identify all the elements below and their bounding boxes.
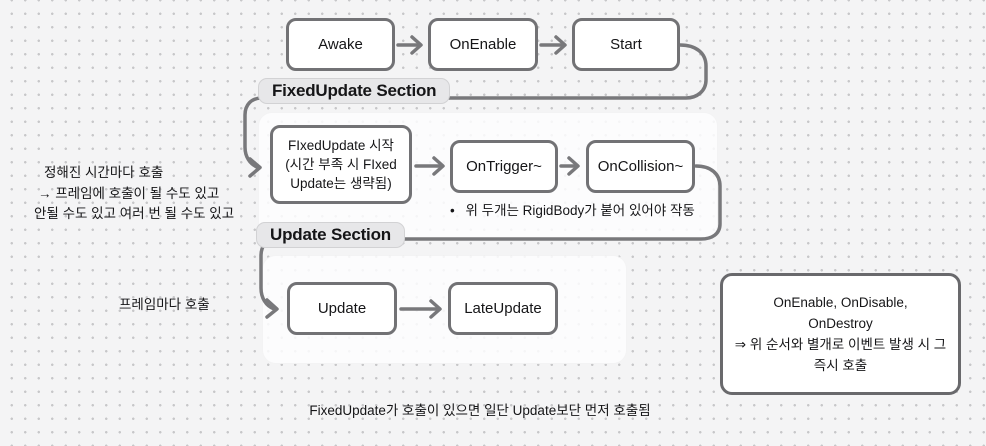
node-event-callbacks[interactable]: OnEnable, OnDisable, OnDestroy ⇒ 위 순서와 별… <box>720 273 961 395</box>
note-rigidbody[interactable]: • 위 두개는 RigidBody가 붙어 있어야 작동 <box>450 201 695 222</box>
fixedupdate-section-label[interactable]: FixedUpdate Section <box>258 78 451 104</box>
update-section-label[interactable]: Update Section <box>256 222 405 248</box>
fixedupdate-section-label-text: FixedUpdate Section <box>272 81 437 100</box>
node-ontrigger[interactable]: OnTrigger~ <box>450 140 558 193</box>
bullet-icon: • <box>450 203 455 218</box>
note-frame-timing[interactable]: 프레임마다 호출 <box>119 295 210 316</box>
node-awake[interactable]: Awake <box>286 18 395 71</box>
note-frame-timing-text: 프레임마다 호출 <box>119 297 210 312</box>
node-lateupdate-label: LateUpdate <box>464 300 542 317</box>
node-fixedupdate-start[interactable]: FIxedUpdate 시작 (시간 부족 시 FIxed Update는 생략… <box>270 125 412 204</box>
arrowhead-onenable-to-start <box>554 35 567 55</box>
node-awake-label: Awake <box>318 36 363 53</box>
event-box-line4: 즉시 호출 <box>813 358 868 373</box>
node-oncollision-label: OnCollision~ <box>597 158 684 175</box>
node-fixedupdate-start-line3: Update는 생략됨) <box>290 176 392 191</box>
node-ontrigger-label: OnTrigger~ <box>466 158 542 175</box>
node-onenable[interactable]: OnEnable <box>428 18 538 71</box>
note-footer-text: FixedUpdate가 호출이 있으면 일단 Update보단 먼저 호출됨 <box>309 403 651 418</box>
note-fixed-timing-line1: 정해진 시간마다 호출 <box>44 165 164 180</box>
node-fixedupdate-start-line2: (시간 부족 시 FIxed <box>285 157 397 172</box>
node-update-label: Update <box>317 300 367 317</box>
note-fixed-timing-line3: 안될 수도 있고 여러 번 될 수도 있고 <box>34 206 235 221</box>
note-footer[interactable]: FixedUpdate가 호출이 있으면 일단 Update보단 먼저 호출됨 <box>280 399 680 419</box>
note-rigidbody-text: 위 두개는 RigidBody가 붙어 있어야 작동 <box>465 203 695 218</box>
node-start-label: Start <box>610 36 642 53</box>
update-section-label-text: Update Section <box>270 225 391 244</box>
note-fixed-timing-line2: → 프레임에 호출이 될 수도 있고 <box>38 185 220 201</box>
node-update[interactable]: Update <box>287 282 397 335</box>
arrowhead-awake-to-onenable <box>410 35 423 55</box>
note-fixed-timing[interactable]: 정해진 시간마다 호출 → 프레임에 호출이 될 수도 있고 안될 수도 있고 … <box>34 163 234 225</box>
node-start[interactable]: Start <box>572 18 680 71</box>
node-onenable-label: OnEnable <box>449 36 517 53</box>
node-oncollision[interactable]: OnCollision~ <box>586 140 695 193</box>
event-box-line3: ⇒ 위 순서와 별개로 이벤트 발생 시 그 <box>734 337 947 352</box>
event-box-line1: OnEnable, OnDisable, <box>773 295 908 310</box>
event-box-line2: OnDestroy <box>808 316 873 331</box>
node-lateupdate[interactable]: LateUpdate <box>448 282 558 335</box>
node-fixedupdate-start-line1: FIxedUpdate 시작 <box>288 138 394 153</box>
